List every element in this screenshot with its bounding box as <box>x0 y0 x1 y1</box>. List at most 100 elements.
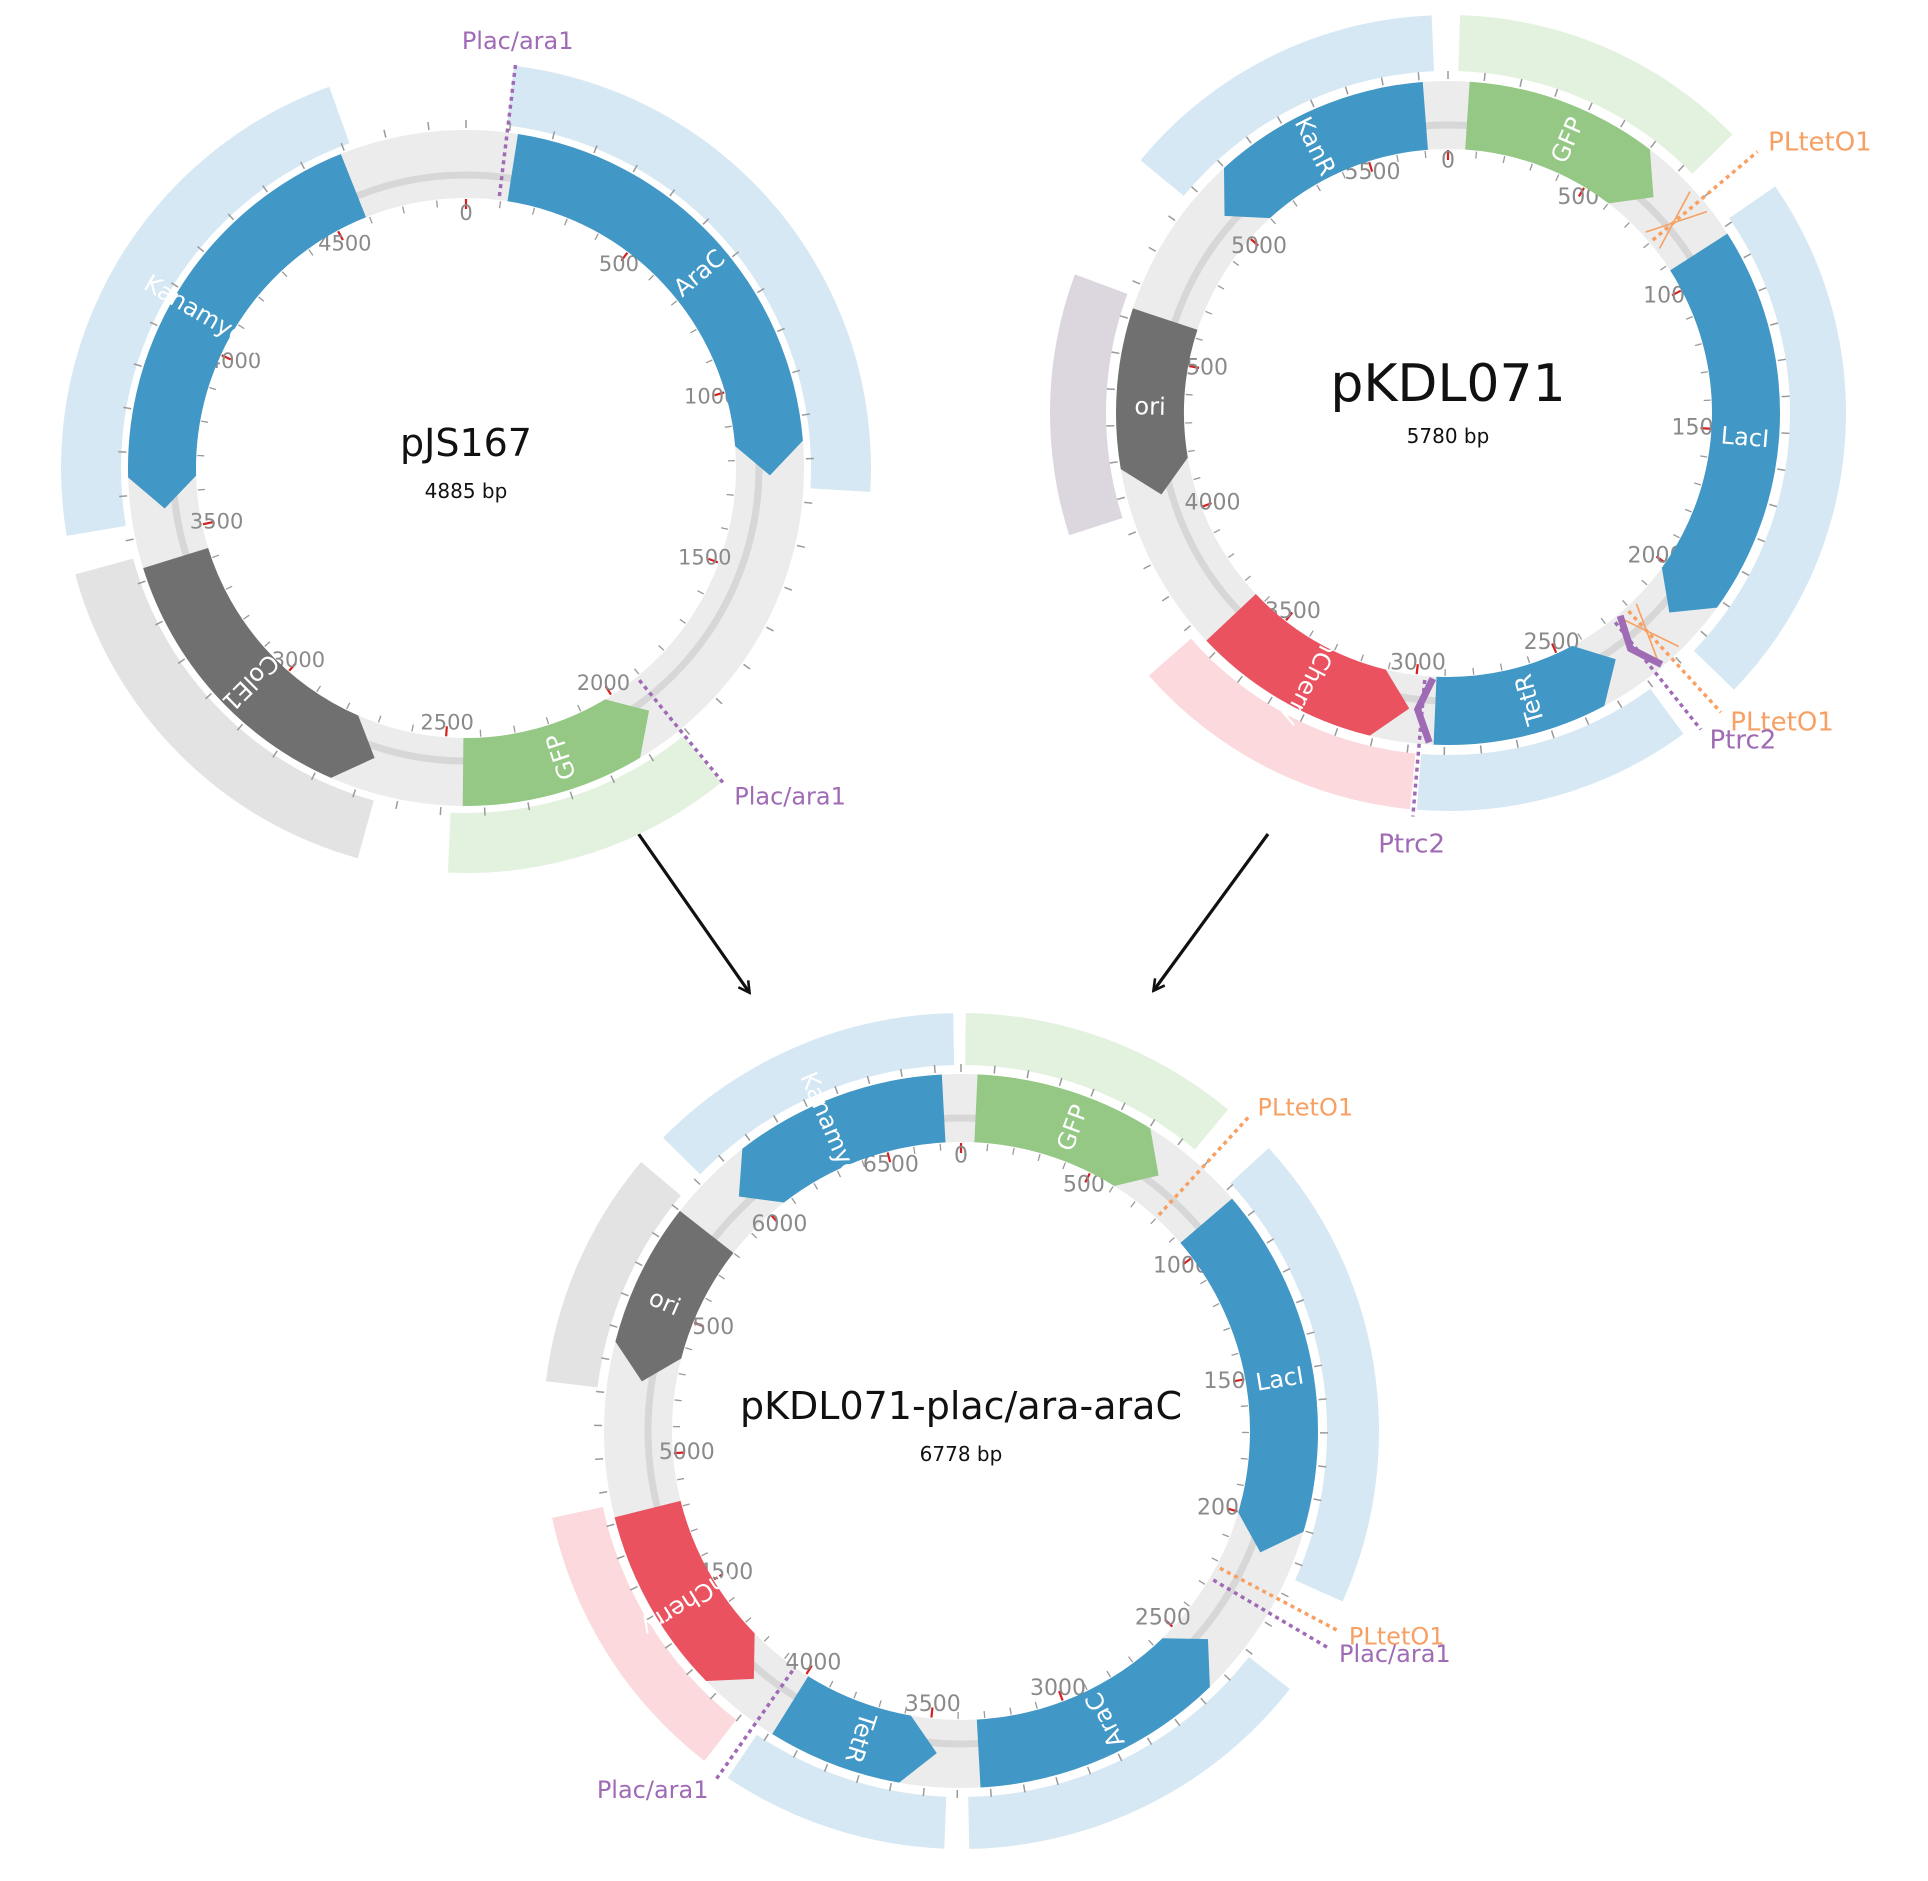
outer-tick <box>669 189 676 197</box>
plasmid-map-pKDL071: 0500100015002000250030003500400045005000… <box>1050 15 1872 859</box>
outer-tick <box>801 413 810 416</box>
outer-tick <box>1111 351 1120 355</box>
outer-tick <box>1282 1267 1291 1273</box>
outer-tick <box>1117 1753 1123 1762</box>
inner-tick <box>861 1160 866 1168</box>
site-label-plteto1: PLtetO1 <box>1768 128 1872 158</box>
outer-tick <box>1055 1776 1059 1786</box>
inner-tick <box>346 702 351 710</box>
outer-tick <box>1168 215 1176 222</box>
outer-tick <box>596 1390 605 1394</box>
outer-tick <box>1200 1697 1207 1705</box>
inner-tick <box>1526 656 1531 664</box>
arrow-pkdl071-to-product <box>1154 833 1270 990</box>
outer-tick <box>1217 159 1224 167</box>
tick-label: 5000 <box>1231 234 1287 259</box>
outer-tick <box>777 327 786 333</box>
inner-tick <box>1475 151 1478 159</box>
outer-tick <box>610 775 616 784</box>
outer-tick <box>1119 315 1128 319</box>
outer-tick <box>1128 531 1137 536</box>
inner-tick <box>1222 1533 1230 1538</box>
outer-tick <box>616 1555 625 1560</box>
outer-tick <box>1650 140 1657 149</box>
tick-label: 2500 <box>1135 1605 1191 1630</box>
outer-tick <box>1620 119 1626 128</box>
plasmid-name: pKDL071 <box>1330 354 1565 414</box>
inner-tick <box>1009 1707 1012 1715</box>
major-tick <box>1577 187 1585 198</box>
outer-tick <box>1741 570 1750 577</box>
outer-tick <box>1675 656 1682 664</box>
outer-tick <box>1770 322 1779 326</box>
inner-tick <box>1673 533 1680 539</box>
outer-tick <box>599 1491 608 1494</box>
inner-tick <box>678 1372 686 1376</box>
inner-tick <box>1168 1237 1175 1243</box>
major-tick <box>770 1213 779 1223</box>
outer-tick <box>834 1086 839 1095</box>
inner-tick <box>733 1252 741 1259</box>
inner-tick <box>1685 316 1693 320</box>
inner-tick <box>791 1197 797 1205</box>
outer-tick <box>1264 1621 1273 1627</box>
feature-arrow-tetr <box>1433 645 1616 745</box>
outer-tick <box>1588 102 1593 111</box>
inner-tick <box>243 614 250 620</box>
outer-tick <box>1280 1592 1289 1598</box>
outer-tick <box>1380 77 1384 86</box>
feature-arrow-gfp <box>974 1074 1159 1187</box>
feature-band-cole1 <box>75 558 374 859</box>
inner-tick <box>724 425 732 428</box>
feature-band-laci <box>1693 186 1847 690</box>
inner-tick <box>1198 1580 1206 1585</box>
outer-tick <box>569 791 574 800</box>
inner-tick <box>633 668 640 675</box>
major-tick <box>1551 643 1558 654</box>
feature-band-gfp <box>965 1013 1229 1150</box>
outer-tick <box>804 501 813 504</box>
outer-tick <box>1149 1118 1156 1127</box>
inner-tick <box>1148 1639 1154 1646</box>
inner-tick <box>201 420 209 423</box>
site-marker-plac-ara1 <box>497 60 518 197</box>
outer-tick <box>1743 253 1752 259</box>
inner-tick <box>697 590 705 595</box>
tick-label: 6000 <box>751 1212 807 1237</box>
inner-tick <box>1624 222 1630 229</box>
outer-tick <box>1146 1737 1153 1746</box>
feature-band-gfp <box>447 735 722 873</box>
feature-band-tetr <box>727 1734 947 1849</box>
outer-tick <box>262 185 269 193</box>
outer-tick <box>236 723 244 731</box>
outer-tick <box>1174 1718 1181 1727</box>
outer-tick <box>1306 1331 1315 1335</box>
tick-label: 2500 <box>420 710 473 734</box>
outer-tick <box>1148 246 1157 252</box>
inner-tick <box>670 300 678 306</box>
feature-arrow-kanamycin <box>128 154 366 509</box>
outer-tick <box>1406 744 1409 753</box>
outer-tick <box>427 121 430 131</box>
site-marker-plteto1 <box>1219 1566 1338 1632</box>
outer-tick <box>1700 630 1708 638</box>
plasmid-size: 5780 bp <box>1407 424 1490 448</box>
outer-tick <box>1247 1210 1255 1217</box>
inner-tick <box>685 1347 693 1351</box>
plasmid-size: 6778 bp <box>920 1442 1003 1466</box>
outer-tick <box>744 1133 751 1142</box>
outer-tick <box>629 1585 638 1591</box>
inner-tick <box>705 1297 712 1303</box>
inner-tick <box>316 685 322 693</box>
feature-band-laci <box>1230 1148 1379 1602</box>
inner-tick <box>1193 477 1201 481</box>
outer-tick <box>989 1788 992 1797</box>
operator-x-mark <box>1635 603 1660 665</box>
inner-tick <box>720 527 729 530</box>
outer-tick <box>1318 1465 1327 1468</box>
outer-tick <box>1161 595 1170 602</box>
site-label-plac-ara1: Plac/ara1 <box>597 1776 709 1804</box>
feature-band-mcherry <box>552 1507 737 1761</box>
inner-tick <box>674 1399 682 1402</box>
major-tick <box>1655 555 1666 564</box>
